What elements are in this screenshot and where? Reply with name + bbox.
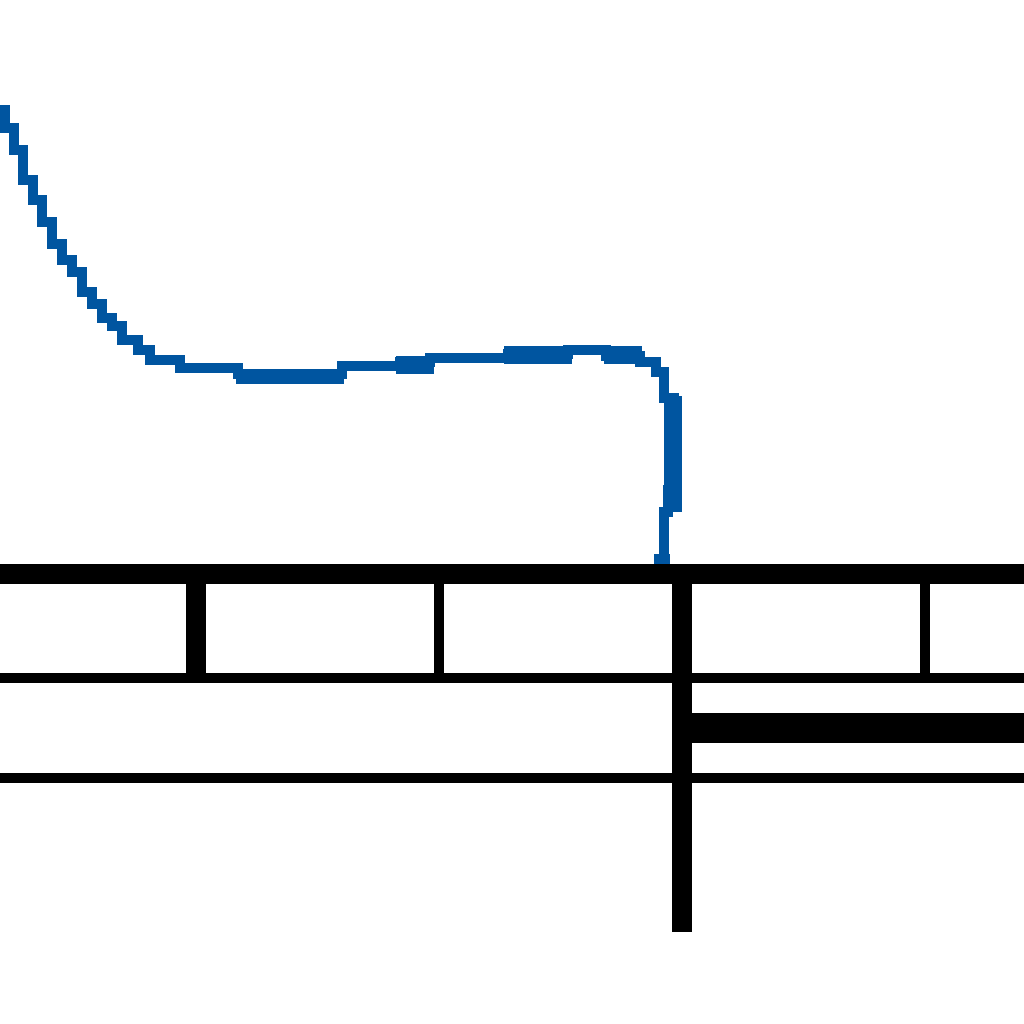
boundary-line-thick-3 xyxy=(504,346,572,364)
cross-street-3 xyxy=(920,564,930,674)
boundary-line-end xyxy=(654,554,670,566)
cross-street-2 xyxy=(434,564,444,674)
cross-street-1 xyxy=(186,564,206,674)
boundary-line-thick-4 xyxy=(604,346,642,364)
road-lower xyxy=(0,773,1024,783)
road-vertical-main xyxy=(672,564,692,932)
boundary-line-thick-5 xyxy=(664,396,682,512)
road-middle xyxy=(0,673,1024,683)
road-east-branch xyxy=(672,713,1024,743)
boundary-line xyxy=(0,105,679,565)
boundary-line-thick-2 xyxy=(396,356,434,374)
boundary-line-thick-1 xyxy=(236,370,344,384)
main-road-top xyxy=(0,564,1024,584)
